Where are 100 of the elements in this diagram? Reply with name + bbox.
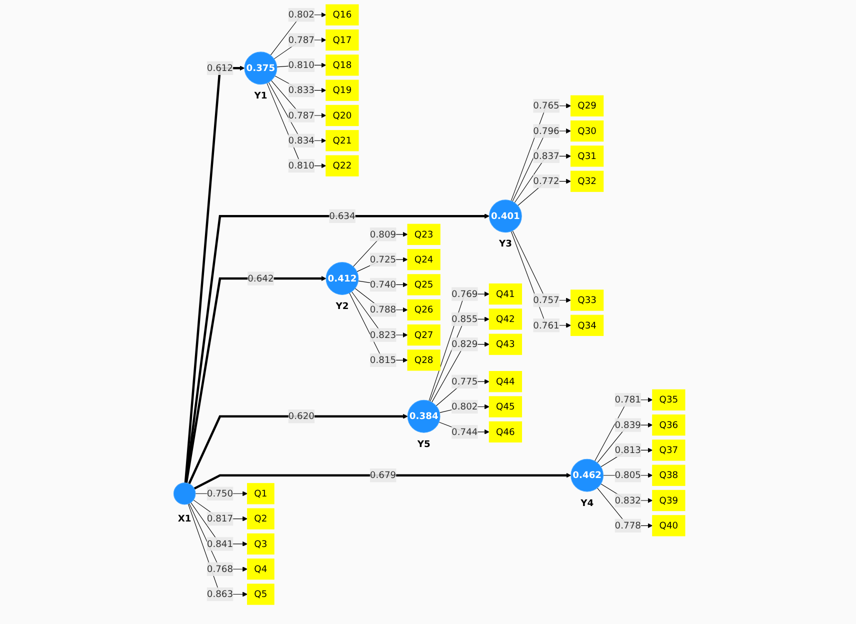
node-box: Q28 [407, 350, 440, 371]
edge-label: 0.841 [206, 538, 234, 550]
arrow [184, 66, 245, 483]
node-box: Q2 [247, 508, 274, 530]
edge-label: 0.725 [370, 254, 396, 265]
edge-label: 0.740 [370, 278, 396, 290]
edge-label: 0.787 [288, 34, 314, 46]
arrow [188, 414, 408, 484]
arrow [351, 291, 408, 338]
arrow [270, 80, 326, 118]
arrow [512, 128, 572, 202]
node-box: Q36 [652, 414, 686, 436]
edge-label: 0.620 [288, 410, 314, 422]
arrow [597, 488, 653, 528]
node-box: Q30 [570, 120, 604, 142]
node-box: Q19 [326, 80, 359, 101]
arrow [185, 276, 326, 484]
node-label: Y3 [498, 238, 512, 249]
node-box: Q39 [652, 490, 686, 512]
arrow [432, 342, 490, 403]
edge-label: 0.813 [614, 444, 641, 456]
edge-label: 0.802 [288, 9, 314, 20]
node-box: Q5 [247, 584, 274, 605]
node-box: Q23 [407, 224, 440, 245]
node-box: Q21 [326, 130, 359, 152]
edge-label: 0.810 [288, 160, 314, 171]
node-box: Q46 [488, 421, 522, 442]
node-box: Q27 [407, 324, 440, 346]
edge-label: 0.612 [206, 62, 234, 74]
node-box: Q43 [488, 334, 522, 355]
edge-label: 0.778 [614, 520, 641, 531]
node-box: Q16 [326, 4, 359, 26]
edge-label: 0.837 [533, 150, 560, 162]
node-label: Y2 [336, 300, 349, 312]
edge-label: 0.833 [288, 84, 314, 96]
node-label: Y1 [254, 90, 268, 101]
edge-label: 0.805 [614, 470, 641, 480]
node-box: Q42 [488, 308, 522, 330]
edge-label: 0.768 [206, 563, 234, 574]
node-box: Q33 [570, 290, 604, 311]
arrow [194, 472, 572, 490]
arrow [597, 422, 653, 464]
edge-label: 0.761 [533, 320, 560, 331]
edge-label: 0.815 [370, 354, 396, 366]
edge-label: 0.772 [533, 176, 560, 186]
arrow [428, 292, 490, 402]
edge-label: 0.679 [370, 470, 396, 480]
node-box: Q4 [247, 558, 274, 580]
node-box: Q45 [488, 396, 522, 418]
node-box: Q26 [407, 299, 440, 320]
arrow [190, 502, 248, 546]
node-circle: 0.412 [326, 262, 359, 295]
node-label: Y5 [417, 438, 430, 450]
node-box: Q29 [570, 95, 604, 116]
node-box: Q22 [326, 155, 359, 176]
edge-label: 0.810 [288, 59, 314, 70]
edge-label: 0.834 [288, 134, 314, 146]
node-box: Q31 [570, 146, 604, 167]
edge-label: 0.769 [452, 288, 478, 300]
edge-label: 0.823 [370, 329, 396, 340]
edge-label: 0.855 [452, 313, 478, 324]
node-box: Q3 [247, 533, 274, 555]
arrow [514, 154, 572, 204]
arrow [270, 12, 326, 56]
arrow [268, 82, 326, 144]
node-circle: 0.462 [570, 458, 604, 492]
edge-label: 0.765 [533, 100, 560, 111]
edge-label: 0.817 [206, 513, 234, 524]
node-box: Q1 [247, 483, 274, 504]
node-circle [173, 482, 196, 505]
node-box: Q34 [570, 314, 604, 336]
node-box: Q20 [326, 104, 359, 126]
node-box: Q40 [652, 515, 686, 536]
node-box: Q44 [488, 371, 522, 392]
edge-label: 0.788 [370, 304, 396, 316]
arrow [188, 503, 248, 572]
edge-label: 0.744 [452, 426, 478, 438]
edge-label: 0.863 [206, 588, 234, 600]
node-circle: 0.384 [407, 400, 440, 433]
arrow [349, 292, 408, 363]
edge-label: 0.750 [206, 488, 234, 499]
node-box: Q41 [488, 283, 522, 305]
node-label: Y4 [580, 497, 594, 508]
edge-label: 0.832 [614, 494, 641, 506]
node-circle: 0.401 [488, 200, 522, 233]
arrow [352, 232, 408, 267]
edge-label: 0.787 [288, 110, 314, 121]
node-box: Q17 [326, 29, 359, 51]
node-box: Q35 [652, 389, 686, 410]
edge-label: 0.642 [248, 272, 274, 284]
arrow [594, 397, 653, 462]
edge-label: 0.781 [614, 394, 641, 406]
node-box: Q38 [652, 464, 686, 486]
node-box: Q37 [652, 440, 686, 461]
node-box: Q32 [570, 170, 604, 192]
edge-label: 0.809 [370, 228, 396, 240]
node-box: Q25 [407, 274, 440, 296]
edge-label: 0.634 [329, 210, 356, 222]
edge-label: 0.829 [452, 338, 478, 350]
node-box: Q18 [326, 54, 359, 76]
